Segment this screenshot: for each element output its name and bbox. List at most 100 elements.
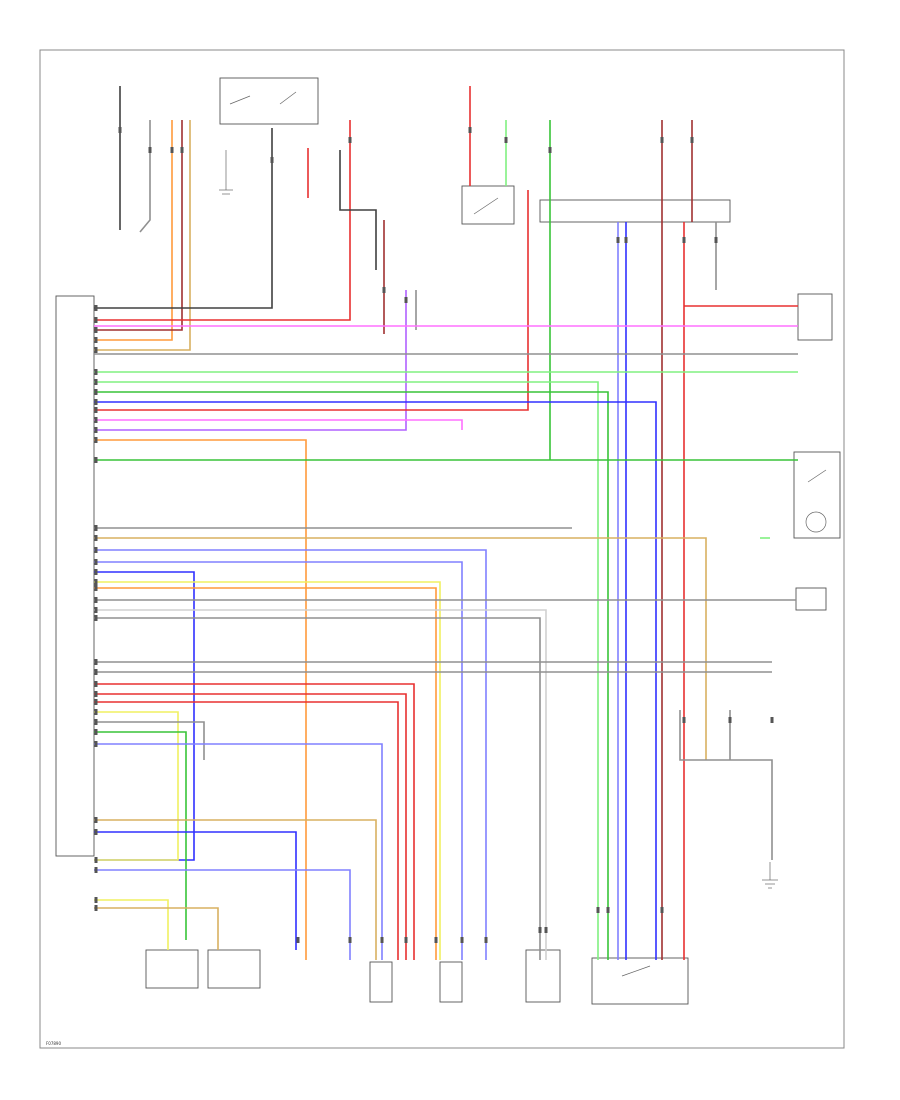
wire xyxy=(94,693,407,960)
wire xyxy=(94,617,541,960)
connector-pin xyxy=(94,317,98,323)
connector-pin xyxy=(94,407,98,413)
wire xyxy=(94,419,463,430)
connector-pin xyxy=(94,905,98,911)
connector-pin xyxy=(616,237,620,243)
connector-pin xyxy=(382,287,386,293)
connector-pin xyxy=(544,927,548,933)
connector-pin xyxy=(94,559,98,565)
connector-pin xyxy=(468,127,472,133)
wire xyxy=(94,190,529,411)
connector-pin xyxy=(460,937,464,943)
connector-pin xyxy=(94,817,98,823)
wire xyxy=(94,120,173,341)
connector-pin xyxy=(94,741,98,747)
wire xyxy=(94,831,297,950)
connector-pin xyxy=(94,305,98,311)
connector-pin xyxy=(404,297,408,303)
efi-relay-block xyxy=(219,77,319,125)
connector-pin xyxy=(94,719,98,725)
wire xyxy=(94,819,377,960)
connector-pin xyxy=(94,369,98,375)
connector-pin xyxy=(94,347,98,353)
connector-pin xyxy=(118,127,122,133)
throttle-position-sensor xyxy=(145,949,199,989)
wire xyxy=(94,401,657,960)
connector-pin xyxy=(94,525,98,531)
connector-pin xyxy=(94,569,98,575)
connector-pin xyxy=(94,389,98,395)
connector-pin xyxy=(94,337,98,343)
wire xyxy=(339,150,377,270)
connector-pin xyxy=(94,399,98,405)
wire xyxy=(94,290,407,431)
connector-pin xyxy=(682,717,686,723)
combination-meter xyxy=(591,957,689,1005)
connector-pin xyxy=(94,897,98,903)
wire xyxy=(94,721,205,760)
camshaft-position-sensor xyxy=(793,451,841,539)
connector-pin xyxy=(94,327,98,333)
connector-pin xyxy=(94,597,98,603)
wire xyxy=(94,743,383,960)
connector-pin xyxy=(538,927,542,933)
connector-pin xyxy=(548,147,552,153)
connector-pin xyxy=(728,717,732,723)
wire xyxy=(94,391,609,960)
connector-pin xyxy=(714,237,718,243)
crankshaft-sensor xyxy=(795,587,827,611)
wire xyxy=(94,561,463,960)
wire xyxy=(94,683,415,960)
connector-pin xyxy=(348,137,352,143)
connector-pin xyxy=(94,729,98,735)
main-fuse-block xyxy=(539,199,731,223)
connector-pin xyxy=(94,535,98,541)
connector-pin xyxy=(94,607,98,613)
connector-pin xyxy=(94,669,98,675)
wire xyxy=(94,587,437,960)
connector-pin xyxy=(682,237,686,243)
connector-pin xyxy=(94,709,98,715)
injector-connector-a xyxy=(369,961,393,1003)
vapor-pressure-sensor xyxy=(797,293,833,341)
diagram-frame xyxy=(39,49,845,1049)
ground-symbol xyxy=(219,150,233,195)
wire xyxy=(139,120,151,233)
wire xyxy=(94,581,441,960)
injector-connector-b xyxy=(439,961,463,1003)
connector-pin xyxy=(484,937,488,943)
wire xyxy=(94,869,351,960)
connector-pin xyxy=(296,937,300,943)
circuit-opening-relay xyxy=(461,185,515,225)
engine-coolant-temperature-sensor xyxy=(207,949,261,989)
wire xyxy=(94,571,195,861)
connector-pin xyxy=(94,379,98,385)
connector-pin xyxy=(606,907,610,913)
wire xyxy=(679,710,773,860)
connector-pin xyxy=(94,427,98,433)
connector-pin xyxy=(94,615,98,621)
connector-pin xyxy=(770,717,774,723)
wire xyxy=(94,701,399,960)
wire xyxy=(94,120,351,321)
figure-code: F07890 xyxy=(46,1041,61,1046)
vehicle-speed-sensor xyxy=(525,949,561,1003)
connector-pin xyxy=(94,585,98,591)
connector-pin xyxy=(380,937,384,943)
wire xyxy=(94,381,599,960)
connector-pin xyxy=(434,937,438,943)
connector-pin xyxy=(170,147,174,153)
connector-pin xyxy=(94,579,98,585)
wire xyxy=(94,711,179,861)
connector-pin xyxy=(94,681,98,687)
connector-pin xyxy=(596,907,600,913)
wire xyxy=(94,549,487,960)
connector-pin xyxy=(404,937,408,943)
wire xyxy=(94,128,273,309)
connector-pin xyxy=(94,659,98,665)
engine-control-module-block xyxy=(55,295,95,857)
connector-pin xyxy=(348,937,352,943)
connector-pin xyxy=(94,437,98,443)
